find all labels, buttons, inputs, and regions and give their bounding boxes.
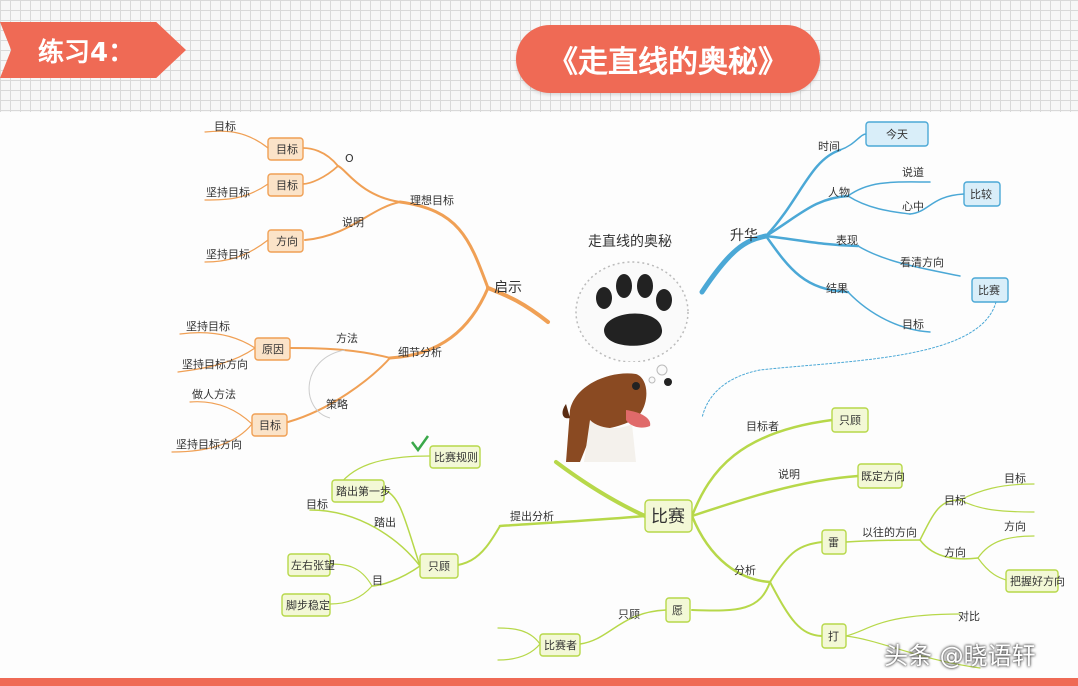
paw-cloud-icon (575, 261, 689, 386)
orange-label-j: 策略 (326, 397, 348, 411)
blue-sub1-label: 时间 (818, 140, 840, 153)
green-box-e-label: 脚步稳定 (286, 598, 330, 612)
orange-label-d: 坚持目标 (206, 247, 250, 261)
blue-label-d: 目标 (902, 317, 924, 331)
green-box-h-label: 雷 (828, 536, 839, 549)
green-box-a-label: 比赛规则 (434, 450, 478, 464)
orange-box-d (254, 337, 291, 361)
green-box-j (821, 623, 847, 649)
green-box-d (287, 553, 331, 577)
green-box-l (539, 633, 581, 657)
green-label-j: 对比 (958, 609, 980, 623)
orange-box-b-label: 目标 (276, 178, 298, 192)
orange-box-c (267, 229, 304, 253)
green-main-box (644, 499, 693, 533)
green-box-j-label: 打 (828, 629, 839, 643)
green-label-h: 方向 (1004, 519, 1026, 533)
green-box-c (419, 553, 459, 579)
green-box-i (665, 597, 691, 623)
blue-sub2-label: 人物 (828, 185, 850, 199)
green-box-i-label: 愿 (672, 604, 683, 617)
green-label-d: 目标 (944, 493, 966, 507)
green-label-b: 踏出 (374, 515, 396, 529)
blue-label-a: 说道 (902, 165, 924, 179)
orange-box-a (267, 137, 304, 161)
orange-box-a-label: 目标 (276, 142, 298, 156)
dog-image (560, 362, 651, 462)
orange-box-e (251, 413, 288, 437)
checkmark-icon (411, 435, 430, 453)
orange-label-h: 坚持目标方向 (176, 437, 242, 451)
blue-box-b-label: 比较 (970, 187, 992, 201)
blue-sub3-label: 表现 (836, 233, 858, 247)
green-sub2-label: 目标者 (746, 419, 779, 433)
orange-sub2-label: 细节分析 (398, 345, 442, 359)
green-box-k (1005, 569, 1059, 593)
page-title: 《走直线的奥秘》 (516, 25, 820, 93)
center-title: 走直线的奥秘 (588, 233, 672, 250)
blue-box-c (971, 277, 1009, 303)
grid-header: 练习4： 《走直线的奥秘》 (0, 0, 1078, 112)
orange-box-b (267, 173, 304, 197)
orange-label-c: 说明 (342, 215, 364, 229)
orange-main-label: 启示 (494, 280, 522, 296)
green-box-f (831, 407, 869, 433)
green-box-b-label: 踏出第一步 (336, 484, 391, 498)
green-label-i: 方向 (944, 545, 966, 559)
orange-sub1-label: 理想目标 (410, 193, 454, 207)
green-box-g (857, 463, 903, 489)
green-box-b (331, 479, 385, 503)
green-sub1-label: 提出分析 (510, 509, 554, 523)
green-label-a: 目标 (306, 497, 328, 511)
green-box-k-label: 把握好方向 (1010, 574, 1065, 588)
blue-box-c-label: 比赛 (978, 283, 1000, 297)
green-box-f-label: 只顾 (839, 414, 861, 427)
green-box-e (281, 593, 331, 617)
blue-label-b: 心中 (902, 200, 924, 213)
green-main-label: 比赛 (651, 506, 685, 527)
orange-label-f: 坚持目标方向 (182, 357, 248, 371)
orange-label-e: 坚持目标 (186, 319, 230, 333)
blue-main-label: 升华 (730, 228, 758, 244)
orange-sub2-connector: 方法 (336, 331, 358, 345)
blue-box-a-label: 今天 (886, 127, 908, 141)
blue-label-c: 看清方向 (900, 255, 944, 269)
green-box-g-label: 既定方向 (861, 469, 905, 483)
green-sub3-label: 说明 (778, 467, 800, 481)
orange-label-a: 目标 (214, 119, 236, 133)
orange-box-e-label: 目标 (259, 418, 281, 432)
blue-box-b (963, 181, 1001, 207)
exercise-tag: 练习4： (0, 22, 186, 78)
green-label-c: 目 (372, 574, 383, 587)
orange-box-c-label: 方向 (276, 234, 298, 248)
green-box-a (429, 445, 481, 469)
watermark: 头条 @晓语轩 (884, 642, 1036, 670)
blue-sub4-label: 结果 (826, 282, 848, 295)
green-box-h (821, 529, 847, 555)
orange-label-b: 坚持目标 (206, 185, 250, 199)
orange-sub1-connector: O (345, 152, 354, 165)
orange-label-g: 做人方法 (192, 387, 236, 401)
blue-box-a (865, 121, 929, 147)
green-sub4-label: 分析 (734, 563, 756, 577)
green-label-e: 只顾 (618, 608, 640, 621)
green-label-g: 目标 (1004, 471, 1026, 485)
green-box-c-label: 只顾 (428, 560, 450, 573)
orange-box-d-label: 原因 (262, 343, 284, 356)
green-box-l-label: 比赛者 (544, 638, 577, 652)
footer-bar (0, 678, 1078, 686)
mindmap-area (0, 112, 1078, 678)
green-box-d-label: 左右张望 (291, 558, 335, 572)
green-label-f: 以往的方向 (862, 525, 917, 539)
